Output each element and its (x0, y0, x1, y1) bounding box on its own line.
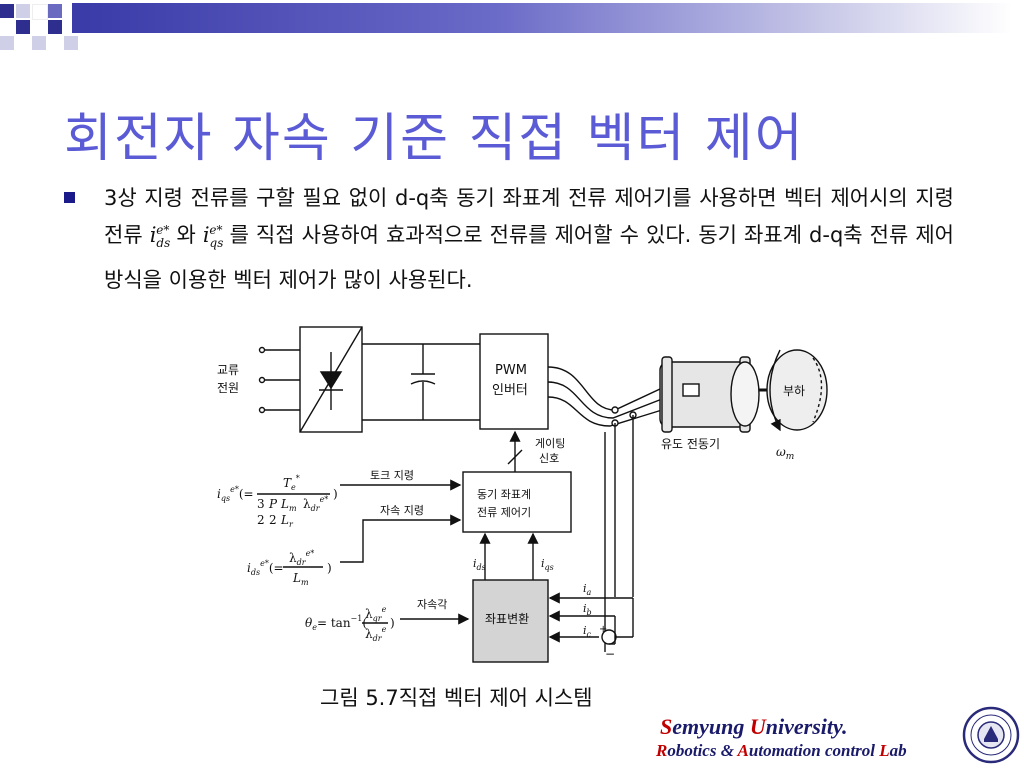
header-gradient-bar (72, 3, 1012, 33)
deco-square (16, 20, 30, 34)
deco-square (16, 4, 30, 18)
svg-text:λqre: λqre (365, 605, 387, 623)
slide-title: 회전자 자속 기준 직접 벡터 제어 (64, 109, 805, 169)
controller-label-2: 전류 제어기 (477, 506, 531, 519)
controller-label-1: 동기 좌표계 (477, 488, 531, 501)
deco-square (48, 4, 62, 18)
svg-text:λdre*: λdre* (289, 549, 314, 567)
pwm-label-2: 인버터 (492, 383, 528, 398)
deco-square (64, 36, 78, 50)
flux-angle-label: 자속각 (417, 598, 447, 611)
deco-square (0, 4, 14, 18)
gating-label-1: 게이팅 (535, 437, 565, 450)
svg-text:θe= tan−1(: θe= tan−1( (305, 614, 367, 632)
svg-text:Lm: Lm (280, 497, 297, 513)
svg-text:λdre: λdre (365, 625, 387, 643)
svg-text:2: 2 (257, 513, 265, 527)
svg-text:): ) (333, 487, 338, 501)
svg-text:): ) (390, 616, 395, 630)
minus-sign: − (605, 647, 615, 661)
svg-text:Lr: Lr (280, 513, 294, 529)
svg-text:iqse*(=: iqse*(= (217, 485, 254, 503)
ic-label: ic (583, 624, 592, 639)
university-seal-logo (962, 706, 1020, 764)
gating-label-2: 신호 (539, 452, 559, 465)
body-text-part2: 와 (176, 223, 196, 247)
university-name: Semyung University. (660, 714, 848, 739)
vector-control-block-diagram: 교류 전원 PWM 인버터 게이팅 신호 유도 전동기 부하 ωm 토크 지령 … (217, 326, 828, 663)
svg-text:idse*(=: idse*(= (247, 559, 284, 577)
pwm-label-1: PWM (495, 363, 527, 378)
ac-source-label-2: 전원 (217, 381, 239, 395)
lab-name: Robotics & Automation control Lab (656, 741, 907, 760)
deco-square (32, 36, 46, 50)
deco-square (0, 36, 14, 50)
transform-label: 좌표변환 (485, 612, 529, 626)
body-text-part3: 를 직접 사용하여 효과적으로 전류를 제어할 수 있다. 동기 좌표계 d-q… (104, 223, 954, 293)
body-text-part1: 3상 지령 전류를 구할 필요 없이 d-q축 동기 좌표계 전류 제어기를 사… (104, 186, 954, 247)
load-label: 부하 (783, 384, 805, 398)
flux-command-label: 자속 지령 (380, 504, 424, 517)
ids-feedback-label: ids (473, 557, 486, 572)
svg-text:Lm: Lm (292, 571, 309, 587)
omega-label: ωm (776, 445, 794, 462)
svg-text:2: 2 (269, 513, 277, 527)
iqs-feedback-label: iqs (541, 557, 554, 572)
math-ids-star: idse* (149, 223, 171, 251)
svg-text:P: P (268, 497, 278, 511)
svg-text:Te*: Te* (283, 474, 300, 492)
bullet-square-icon (64, 192, 75, 203)
svg-text:λdre*: λdre* (303, 495, 328, 513)
ib-label: ib (583, 602, 592, 617)
figure-caption: 그림 5.7직접 벡터 제어 시스템 (320, 686, 593, 710)
ids-command-equation: idse*(= λdre* Lm ) (247, 549, 332, 587)
deco-square (48, 20, 62, 34)
math-iqs-star: iqse* (202, 223, 224, 251)
flux-angle-equation: θe= tan−1( λqre λdre ) (305, 605, 395, 643)
ia-label: ia (583, 582, 592, 597)
bullet-text: 3상 지령 전류를 구할 필요 없이 d-q축 동기 좌표계 전류 제어기를 사… (104, 180, 954, 299)
ac-source-label-1: 교류 (217, 363, 239, 377)
svg-text:): ) (327, 561, 332, 575)
svg-text:3: 3 (257, 497, 265, 511)
deco-square (32, 4, 48, 20)
iqs-command-equation: iqse*(= Te* 3 P Lm λdre* 2 2 Lr ) (217, 474, 338, 529)
motor-label: 유도 전동기 (661, 437, 720, 451)
torque-command-label: 토크 지령 (370, 469, 414, 482)
plus-sign: + (599, 624, 607, 635)
